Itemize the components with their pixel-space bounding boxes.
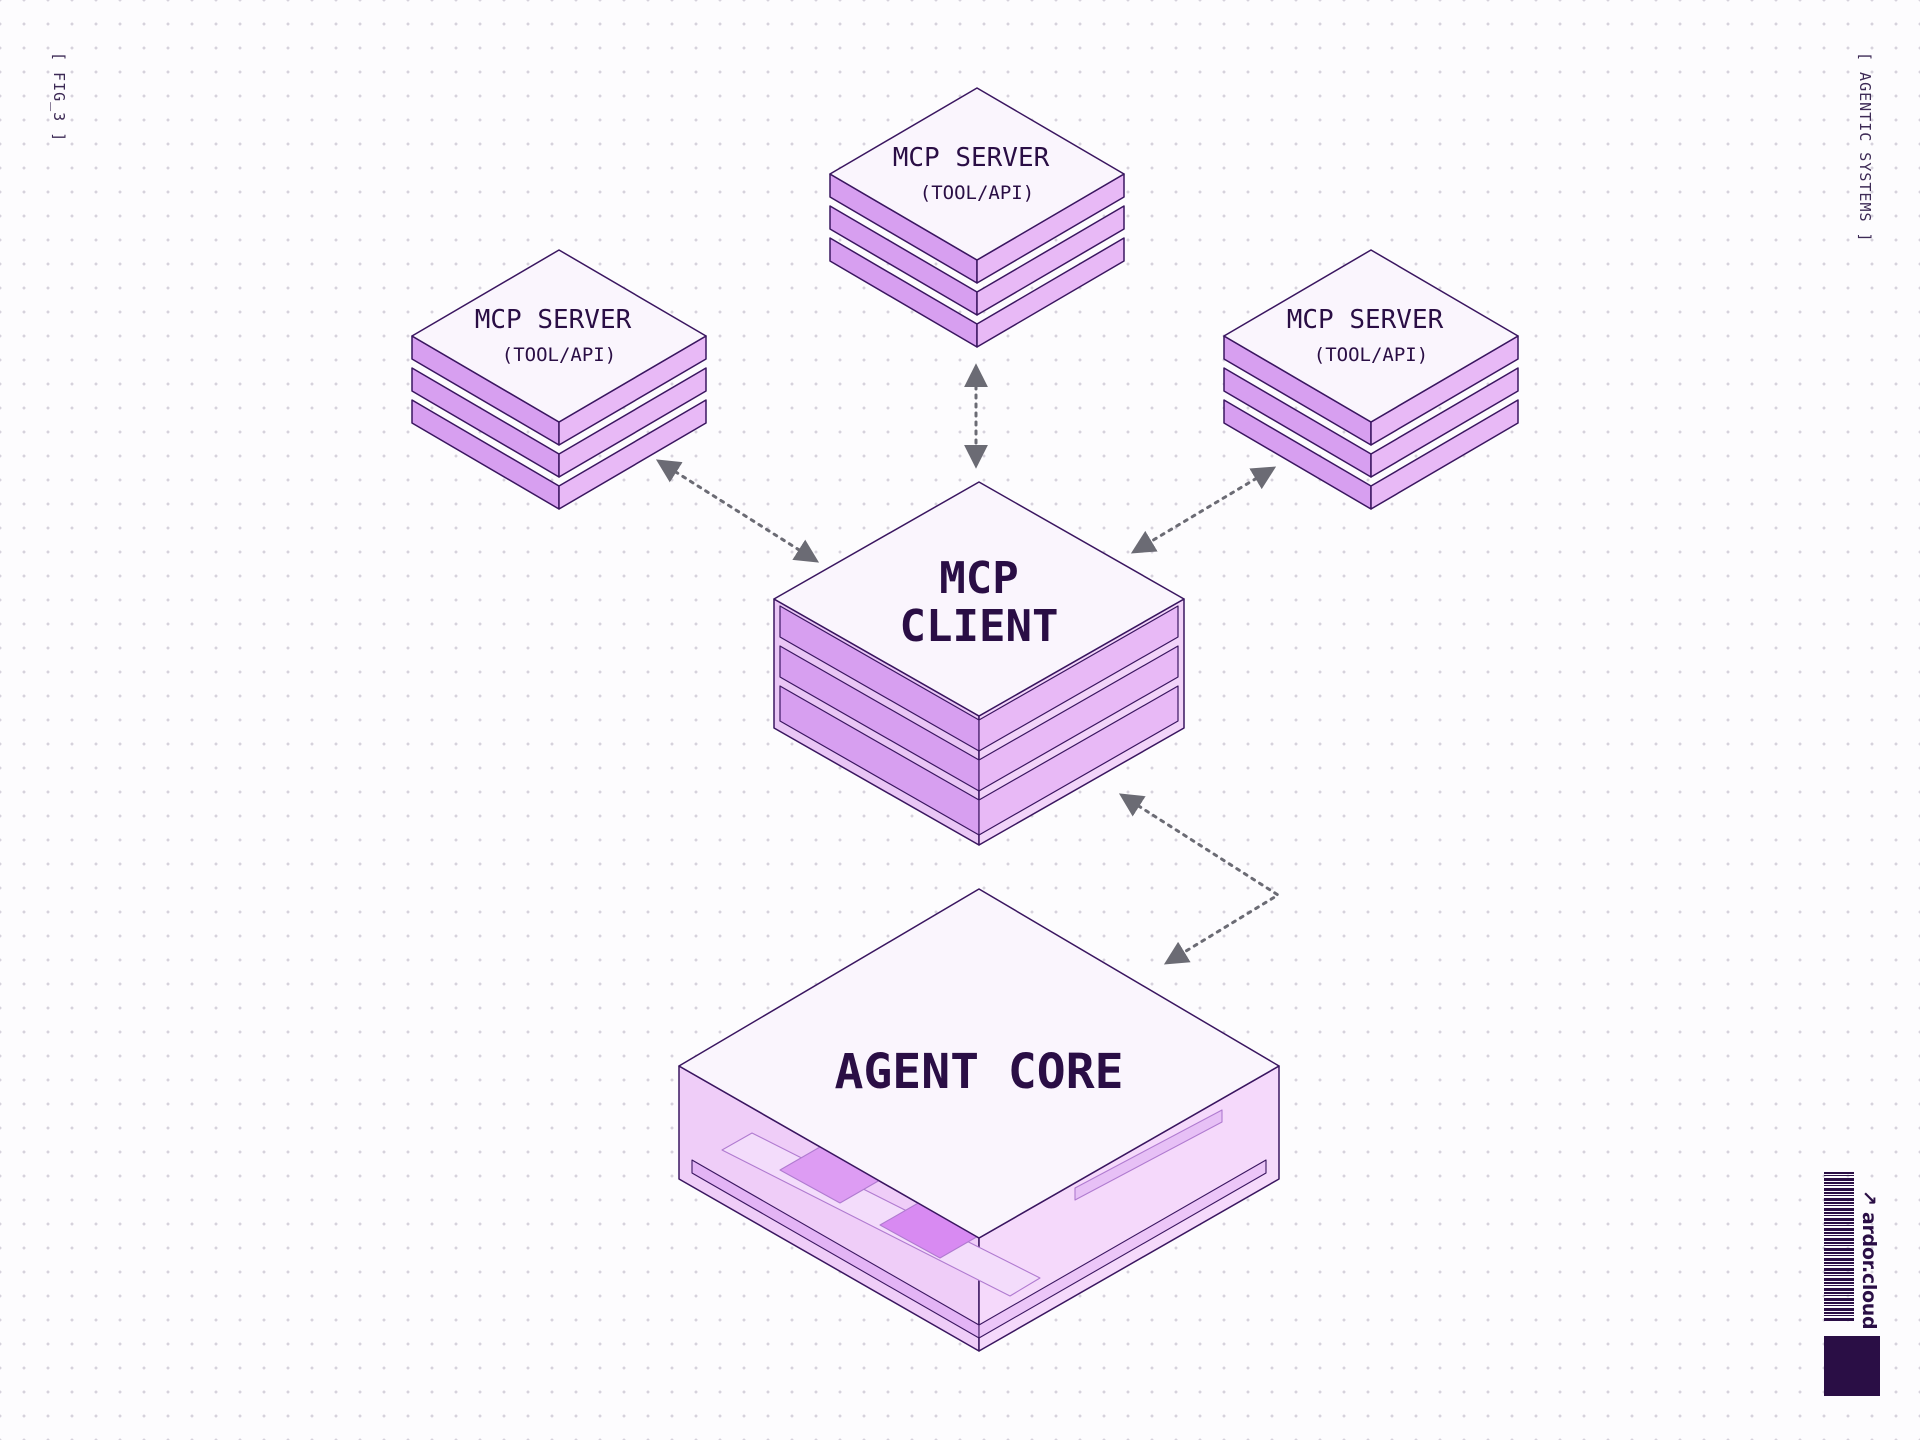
- connector-left-server-to-client: [655, 459, 820, 563]
- server-subtitle: (TOOL/API): [920, 182, 1034, 204]
- server-layer: [1223, 367, 1519, 478]
- server-layer: [411, 399, 707, 510]
- server-layer: [829, 237, 1125, 348]
- server-top-face: [411, 249, 707, 423]
- client-inner-layer: [779, 605, 1179, 752]
- mcp-client: MCP CLIENT: [773, 481, 1185, 846]
- server-layer: [1223, 399, 1519, 510]
- server-layer: [411, 367, 707, 478]
- server-title: MCP SERVER: [893, 143, 1050, 173]
- barcode: [1824, 1172, 1854, 1322]
- connector-agent-core-to-client: [1118, 793, 1281, 965]
- client-inner-layer: [779, 645, 1179, 792]
- server-layer: [829, 205, 1125, 316]
- client-top-face: [773, 481, 1185, 717]
- core-internal-board: [691, 1109, 1267, 1339]
- core-top-face: [678, 888, 1280, 1239]
- client-title-line2: CLIENT: [900, 601, 1059, 652]
- mcp-server-right: MCP SERVER (TOOL/API): [1223, 249, 1519, 510]
- agent-core: AGENT CORE: [678, 888, 1280, 1352]
- client-title-line1: MCP: [939, 553, 1018, 604]
- figure-label: [ FIG_3 ]: [50, 52, 68, 143]
- io-module: [1074, 1109, 1223, 1201]
- connector-right-server-to-client: [1130, 466, 1277, 554]
- server-subtitle: (TOOL/API): [1314, 344, 1428, 366]
- brand-color-block: [1824, 1336, 1880, 1396]
- section-label: [ AGENTIC SYSTEMS ]: [1856, 52, 1874, 243]
- brand-logo: ↗ ardor.cloud: [1858, 1190, 1880, 1330]
- core-title: AGENT CORE: [835, 1044, 1124, 1100]
- connectors: [655, 363, 1281, 965]
- server-top-face: [1223, 249, 1519, 423]
- server-subtitle: (TOOL/API): [502, 344, 616, 366]
- server-title: MCP SERVER: [1287, 305, 1444, 335]
- server-title: MCP SERVER: [475, 305, 632, 335]
- server-top-face: [829, 87, 1125, 261]
- mcp-server-top: MCP SERVER (TOOL/API): [829, 87, 1125, 348]
- mcp-server-left: MCP SERVER (TOOL/API): [411, 249, 707, 510]
- client-inner-layer: [779, 685, 1179, 836]
